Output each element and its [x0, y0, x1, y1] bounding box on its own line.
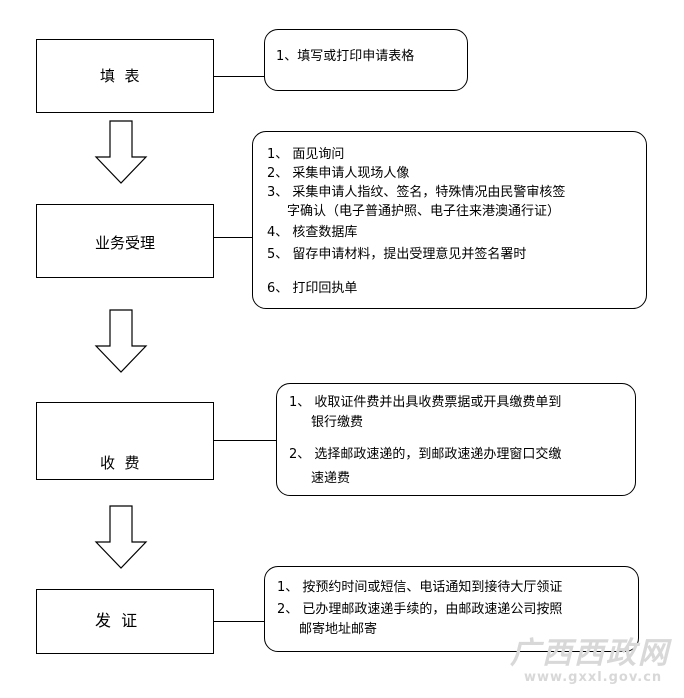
connector-line-4 — [214, 621, 264, 622]
note-acceptance-item-3: 3、 采集申请人指纹、签名，特殊情况由民警审核签 — [267, 185, 566, 200]
note-acceptance-item-1: 1、 面见询问 — [267, 147, 345, 162]
connector-line-3 — [214, 440, 276, 441]
note-issue-item-2-cont: 邮寄地址邮寄 — [299, 622, 378, 637]
step-fee-box: 收 费 — [36, 402, 214, 480]
note-acceptance-item-4: 4、 核查数据库 — [267, 225, 358, 240]
note-acceptance-item-6: 6、 打印回执单 — [267, 281, 358, 296]
step-fill-form-box: 填 表 — [36, 39, 214, 113]
note-acceptance: 1、 面见询问 2、 采集申请人现场人像 3、 采集申请人指纹、签名，特殊情况由… — [252, 131, 647, 309]
note-fee: 1、 收取证件费并出具收费票据或开具缴费单到 银行缴费 2、 选择邮政速递的，到… — [276, 383, 636, 496]
watermark-url: www.gxxl.gov.cn — [524, 670, 663, 685]
step-acceptance-label: 业务受理 — [95, 234, 156, 252]
down-arrow-2 — [94, 309, 148, 373]
note-fee-item-2: 2、 选择邮政速递的，到邮政速递办理窗口交缴 — [289, 447, 562, 462]
step-fee-label: 收 费 — [100, 454, 140, 472]
down-arrow-3 — [94, 505, 148, 569]
down-arrow-1 — [94, 120, 148, 184]
step-issue-label: 发 证 — [95, 611, 138, 630]
note-issue-item-1: 1、 按预约时间或短信、电话通知到接待大厅领证 — [277, 580, 563, 595]
connector-line-2 — [214, 237, 252, 238]
note-acceptance-item-3-cont: 字确认（电子普通护照、电子往来港澳通行证） — [287, 204, 561, 219]
note-acceptance-item-2: 2、 采集申请人现场人像 — [267, 166, 410, 181]
note-issue-item-2: 2、 已办理邮政速递手续的，由邮政速递公司按照 — [277, 602, 563, 617]
note-fee-item-1-cont: 银行缴费 — [311, 415, 364, 430]
watermark-logo-text: 广西西政网 — [510, 636, 670, 671]
connector-line-1 — [214, 76, 264, 77]
step-fill-form-label: 填 表 — [100, 67, 140, 85]
note-fee-item-1: 1、 收取证件费并出具收费票据或开具缴费单到 — [289, 395, 562, 410]
step-acceptance-box: 业务受理 — [36, 204, 214, 278]
note-fee-item-2-cont: 速递费 — [311, 471, 351, 486]
note-issue: 1、 按预约时间或短信、电话通知到接待大厅领证 2、 已办理邮政速递手续的，由邮… — [264, 566, 639, 652]
note-fill-form-item-1: 1、填写或打印申请表格 — [276, 49, 415, 64]
step-issue-box: 发 证 — [36, 589, 214, 654]
note-acceptance-item-5: 5、 留存申请材料，提出受理意见并签名署时 — [267, 247, 527, 262]
note-fill-form: 1、填写或打印申请表格 — [264, 29, 468, 91]
